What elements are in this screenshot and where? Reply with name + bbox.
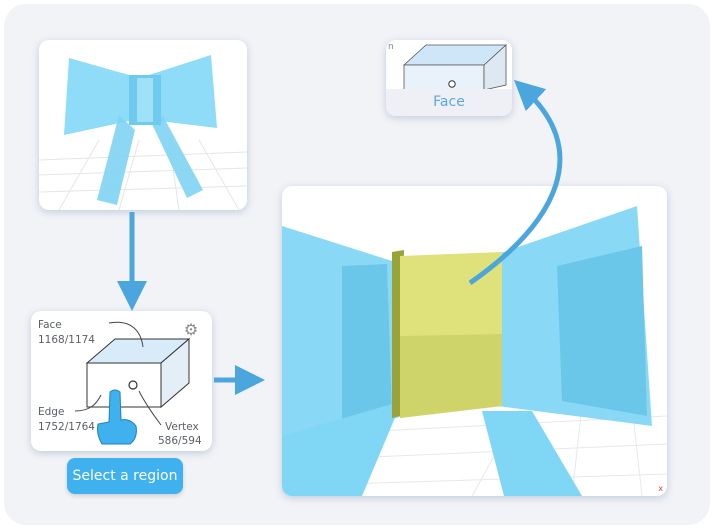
face-result-card: n Face bbox=[386, 40, 512, 116]
face-box-image bbox=[402, 44, 508, 90]
face-mode-label: Face bbox=[38, 319, 62, 331]
bow-preview-image bbox=[39, 55, 247, 210]
bow-closeup-image bbox=[282, 206, 667, 496]
bow-preview-card bbox=[39, 40, 247, 210]
face-count: 1168/1174 bbox=[38, 334, 95, 346]
3d-viewport[interactable]: x bbox=[282, 186, 667, 496]
edge-mode-label: Edge bbox=[38, 406, 65, 418]
face-result-label: Face bbox=[386, 89, 512, 116]
pointing-hand-icon bbox=[97, 389, 137, 445]
vertex-mode-label: Vertex bbox=[165, 421, 199, 433]
select-region-button[interactable]: Select a region bbox=[67, 458, 183, 494]
selection-box-illustration bbox=[74, 321, 191, 426]
vertex-count: 586/594 bbox=[158, 435, 202, 447]
gear-icon[interactable]: ⚙ bbox=[183, 320, 199, 339]
edge-count: 1752/1764 bbox=[38, 421, 95, 433]
axis-mark: x bbox=[658, 484, 663, 493]
cropped-text: n bbox=[388, 42, 394, 52]
